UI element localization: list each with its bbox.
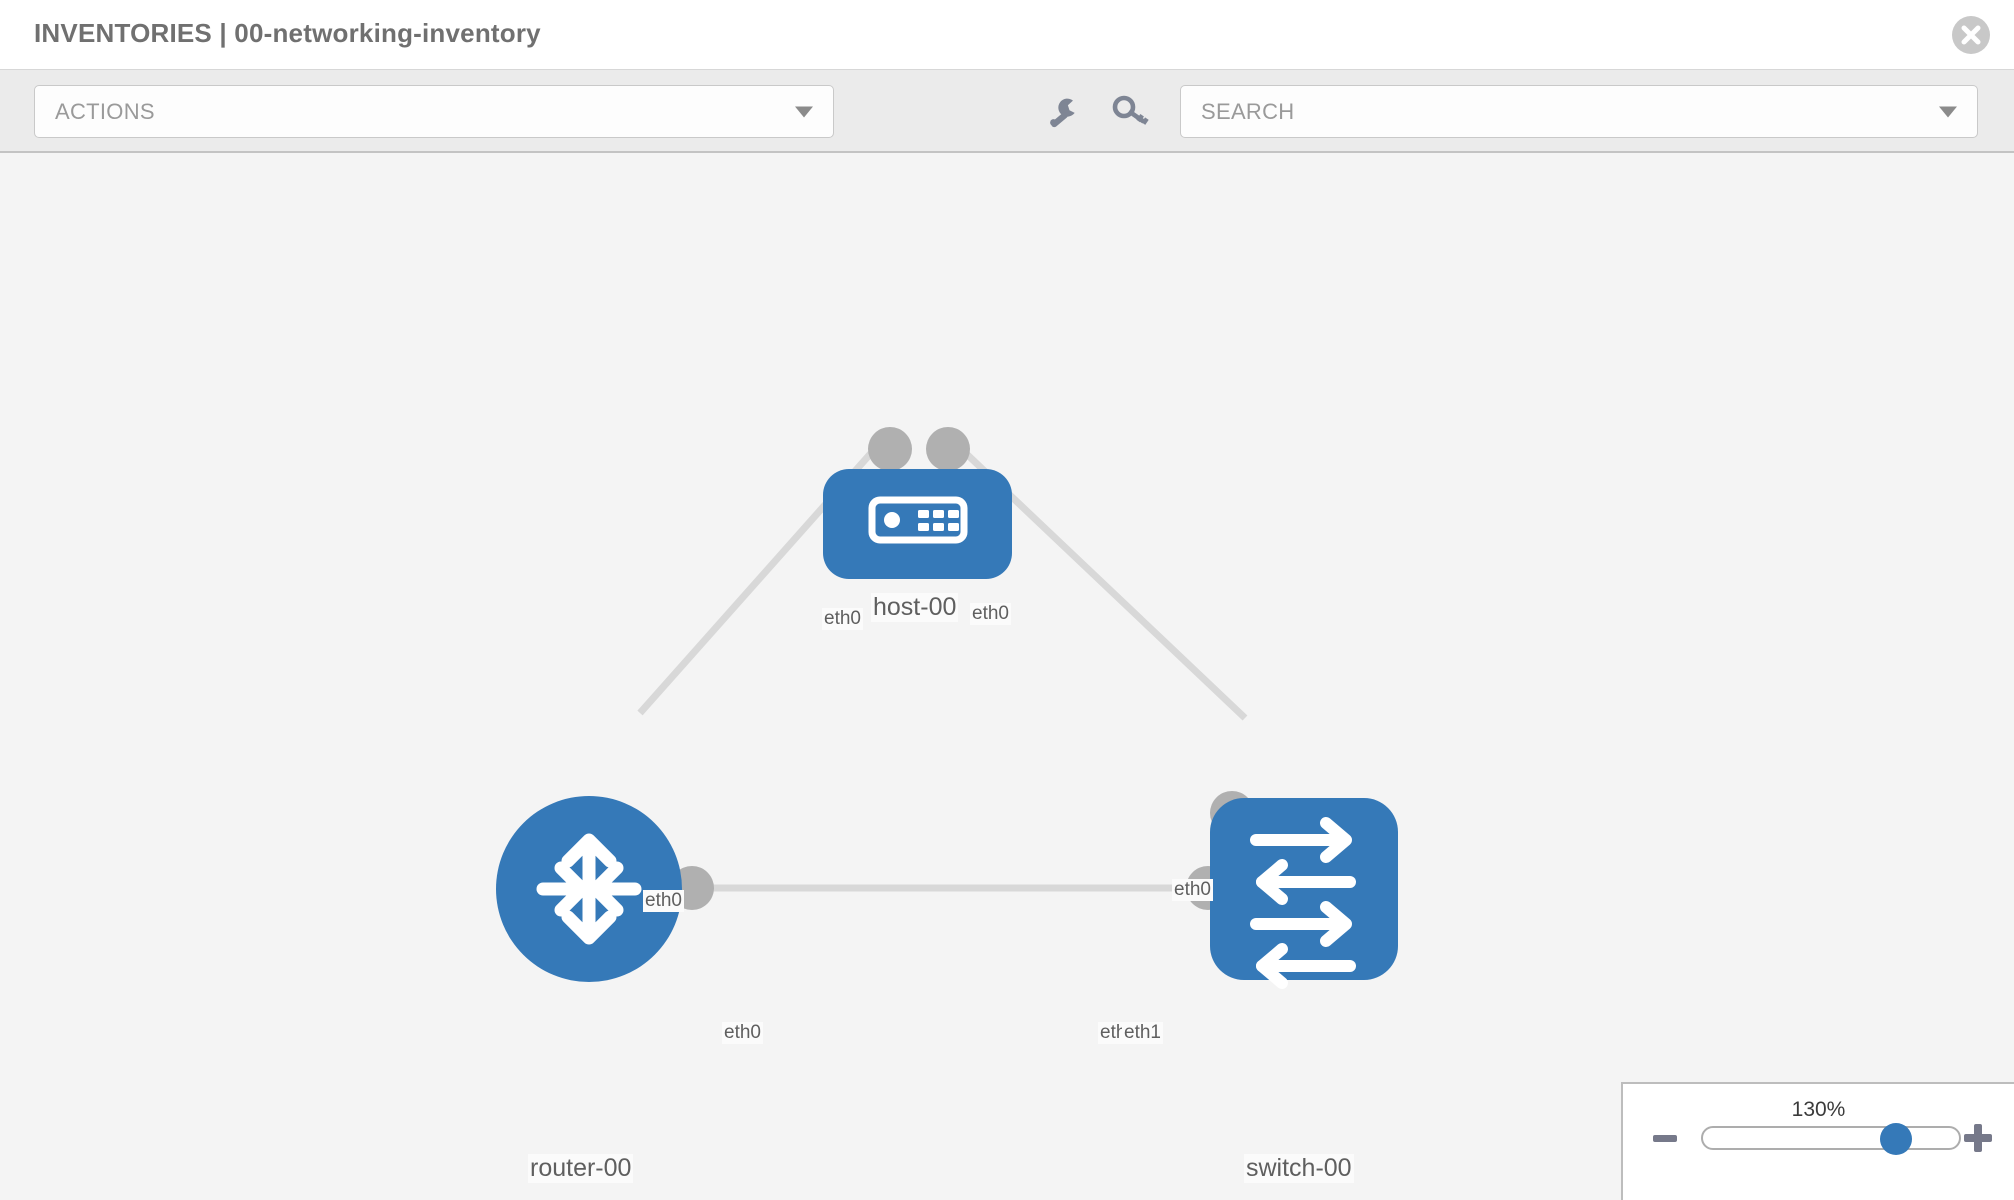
zoom-control-panel: 130% — [1621, 1082, 2014, 1200]
node-label-router-00: router-00 — [528, 1154, 634, 1183]
zoom-in-button[interactable] — [1964, 1124, 1992, 1152]
port-host-right — [926, 427, 970, 471]
zoom-slider-thumb[interactable] — [1880, 1123, 1912, 1155]
node-host-00[interactable] — [823, 469, 1012, 579]
node-switch-00[interactable] — [1210, 798, 1398, 989]
port-host-left — [868, 427, 912, 471]
search-input[interactable]: SEARCH — [1180, 85, 1978, 138]
port-label: eth0 — [1172, 879, 1213, 901]
chevron-down-icon — [1939, 106, 1957, 117]
page-title: INVENTORIES | 00-networking-inventory — [34, 18, 541, 48]
port-label: eth0 — [970, 603, 1011, 625]
close-icon[interactable] — [1952, 16, 1990, 54]
chevron-down-icon — [795, 106, 813, 117]
zoom-out-button[interactable] — [1653, 1135, 1677, 1142]
search-placeholder: SEARCH — [1201, 98, 1295, 124]
actions-dropdown[interactable]: ACTIONS — [34, 85, 834, 138]
key-icon[interactable] — [1110, 92, 1150, 132]
topology-graph — [496, 427, 1398, 989]
actions-dropdown-label: ACTIONS — [55, 98, 155, 124]
wrench-icon[interactable] — [1043, 92, 1083, 132]
header-bar: INVENTORIES | 00-networking-inventory — [0, 0, 2014, 70]
zoom-slider[interactable] — [1701, 1123, 1961, 1155]
zoom-level-value: 130% — [1791, 1098, 1846, 1121]
node-label-switch-00: switch-00 — [1244, 1154, 1354, 1183]
topology-canvas[interactable]: eth0 eth0 host-00 eth0 eth0 eth0 eth0 et… — [0, 153, 2014, 1200]
node-router-00[interactable] — [496, 796, 682, 982]
port-label: eth1 — [1122, 1022, 1163, 1044]
port-label: eth0 — [822, 608, 863, 630]
port-label: eth0 — [643, 890, 684, 912]
node-label-host-00: host-00 — [871, 593, 959, 622]
port-label: eth0 — [722, 1022, 763, 1044]
toolbar: ACTIONS SEARCH — [0, 70, 2014, 153]
